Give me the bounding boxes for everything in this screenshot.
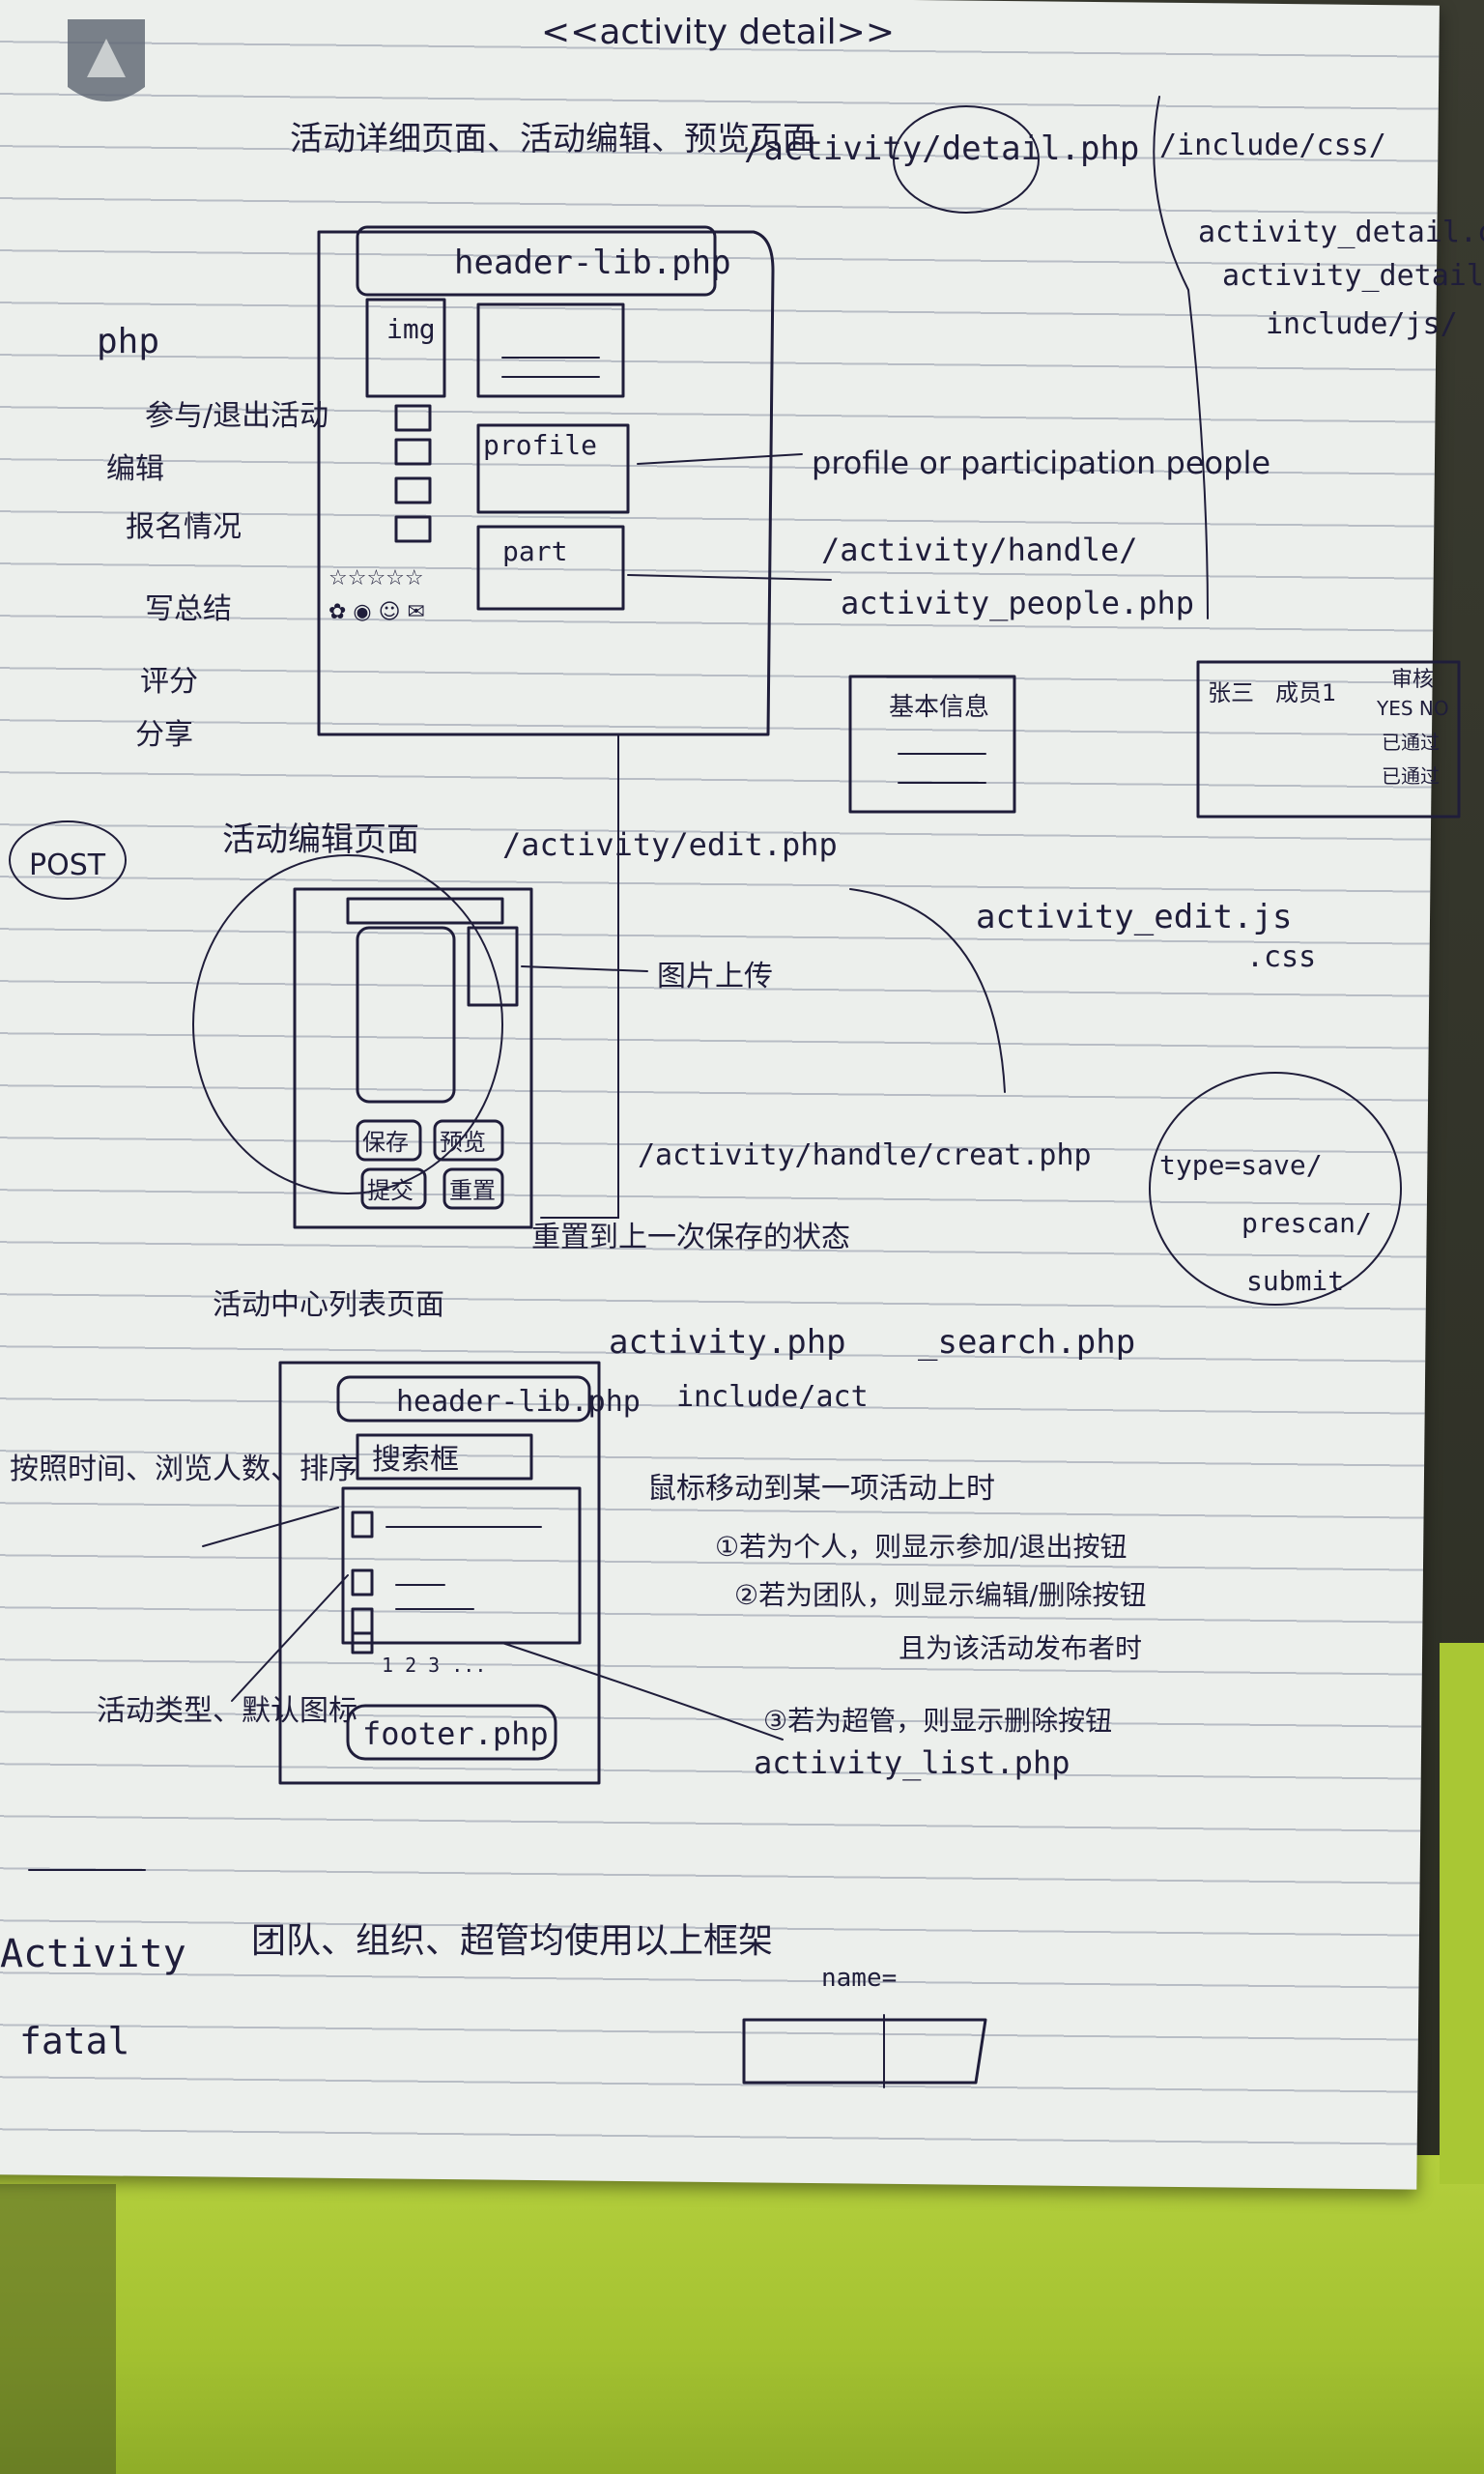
table-status-0: 已通过 — [1382, 731, 1440, 754]
header-box: header-lib.php — [454, 244, 731, 282]
css-file-1: activity_detail.css — [1198, 216, 1484, 249]
left-note-0: 参与/退出活动 — [145, 399, 328, 433]
pager: 1 2 3 ... — [382, 1654, 486, 1677]
stars-row: ☆☆☆☆☆ — [328, 566, 424, 590]
profile-box: profile — [483, 429, 597, 461]
search-box: 搜索框 — [372, 1443, 459, 1477]
info-box-title: 基本信息 — [889, 693, 989, 722]
notebook-shadow — [0, 2184, 116, 2474]
button-reset: 重置 — [449, 1177, 496, 1204]
edit-path: /activity/edit.php — [502, 826, 838, 863]
rule-2: ②若为团队，则显示编辑/删除按钮 — [734, 1579, 1147, 1611]
rule-2b: 且为该活动发布者时 — [899, 1632, 1142, 1664]
post-circle — [9, 820, 127, 900]
handle-creat: /activity/handle/creat.php — [638, 1138, 1092, 1172]
profile-note: profile or participation people — [812, 445, 1270, 481]
university-logo — [68, 19, 145, 101]
type-opt-1: prescan/ — [1241, 1207, 1372, 1239]
list-path: activity.php — [609, 1323, 846, 1362]
search-path: _search.php — [918, 1323, 1135, 1362]
edit-wireframe: 保存 预览 提交 重置 — [293, 887, 533, 1229]
img-box: img — [386, 313, 436, 345]
css-file-2: activity_detail.js — [1222, 259, 1484, 293]
table-status-1: 已通过 — [1382, 764, 1440, 788]
rule-1: ①若为个人，则显示参加/退出按钮 — [715, 1531, 1127, 1563]
type-opt-0: type=save/ — [1159, 1149, 1323, 1181]
button-save: 保存 — [362, 1129, 409, 1156]
include-css: /include/css/ — [1159, 129, 1386, 162]
header-notes: 活动详细页面、活动编辑、预览页面 — [290, 120, 815, 158]
table-yesno: YES NO — [1376, 697, 1449, 720]
edit-arrow — [849, 888, 1006, 1093]
include-js: include/js/ — [1266, 307, 1458, 341]
left-note-3: 写总结 — [145, 592, 232, 626]
name-label: name= — [821, 1964, 897, 1993]
bottom-activity: Activity — [0, 1932, 186, 1976]
edit-css: .css — [1246, 940, 1316, 974]
php-label: php — [97, 322, 159, 361]
edit-js: activity_edit.js — [976, 898, 1293, 936]
sort-note: 按照时间、浏览人数、排序 — [10, 1453, 357, 1486]
type-opt-2: submit — [1246, 1265, 1344, 1297]
include-act: include/act — [676, 1380, 869, 1414]
green-desk-surface — [0, 2155, 1484, 2474]
table-head-1: 成员1 — [1275, 679, 1336, 706]
button-preview: 预览 — [440, 1129, 486, 1156]
green-desk-edge — [1440, 1643, 1484, 2184]
people-table — [1196, 660, 1461, 819]
detail-circle — [893, 105, 1040, 214]
detail-path: /activity/detail.php — [744, 129, 1139, 168]
left-note-2: 报名情况 — [126, 510, 242, 544]
list-title: 活动中心列表页面 — [213, 1288, 444, 1322]
name-field-sketch — [742, 2018, 987, 2085]
part-box: part — [502, 535, 567, 567]
left-note-4: 评分 — [140, 665, 198, 699]
post-label: POST — [29, 849, 106, 882]
detail-wireframe: header-lib.php img profile part ☆☆☆☆☆ ✿ … — [317, 225, 775, 736]
people-php: activity_people.php — [841, 585, 1194, 621]
title-top: <<activity detail>> — [541, 13, 895, 52]
info-box — [848, 675, 1016, 814]
handle-path: /activity/handle/ — [821, 532, 1138, 568]
type-circle — [1149, 1072, 1402, 1306]
list-header-box: header-lib.php — [396, 1385, 641, 1419]
bottom-fatal: fatal — [19, 2020, 129, 2062]
rule-3: ③若为超管，则显示删除按钮 — [763, 1705, 1112, 1737]
reset-note: 重置到上一次保存的状态 — [531, 1221, 850, 1254]
type-note: 活动类型、默认图标 — [97, 1694, 357, 1728]
bottom-note: 团队、组织、超管均使用以上框架 — [251, 1921, 773, 1961]
return-arrow — [540, 734, 619, 1219]
table-head-0: 张三 — [1208, 679, 1254, 706]
list-php: activity_list.php — [754, 1744, 1070, 1781]
table-head-2: 审核 — [1391, 668, 1434, 692]
share-icons: ✿ ◉ ☺ ✉ — [328, 600, 425, 624]
image-upload: 图片上传 — [657, 960, 773, 993]
left-note-1: 编辑 — [106, 452, 164, 486]
left-note-5: 分享 — [135, 718, 193, 752]
list-wireframe: header-lib.php 搜索框 1 2 3 ... footer.php — [278, 1361, 641, 1785]
mouse-note: 鼠标移动到某一项活动上时 — [647, 1472, 995, 1506]
footer-box: footer.php — [362, 1715, 549, 1752]
edit-title: 活动编辑页面 — [222, 820, 419, 859]
bracket-line — [1153, 96, 1209, 619]
